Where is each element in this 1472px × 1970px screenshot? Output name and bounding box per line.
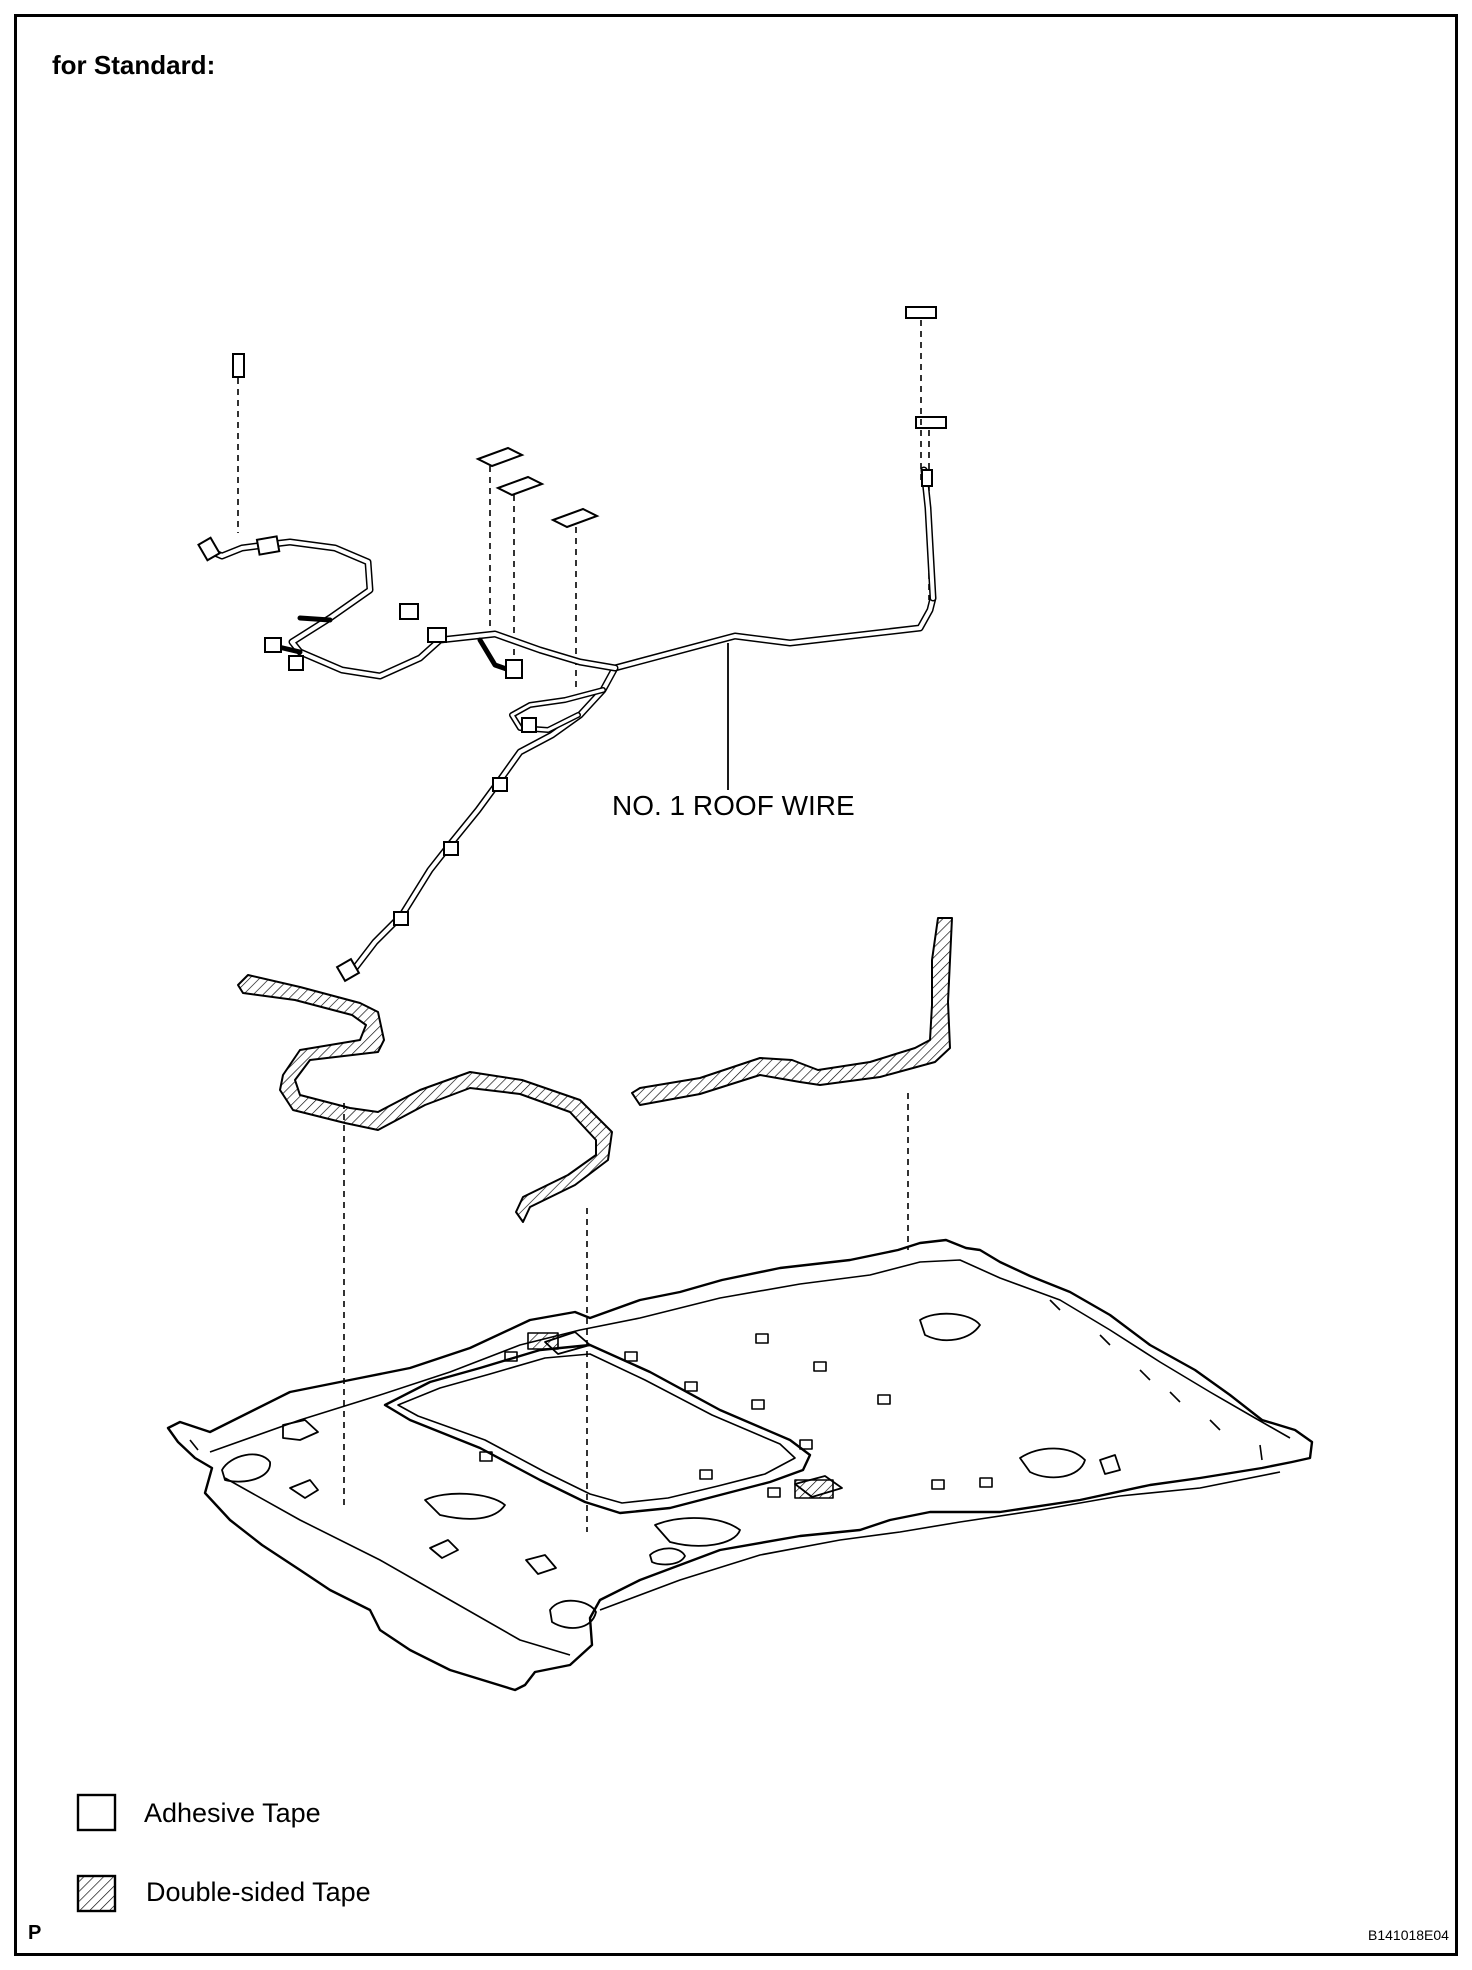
legend-label-double-sided-tape: Double-sided Tape — [146, 1877, 371, 1907]
harness-connectors — [197, 469, 933, 983]
sunroof-opening — [383, 1343, 812, 1515]
page-letter: P — [28, 1922, 42, 1944]
double-sided-tapes — [237, 917, 953, 1223]
double-sided-tape-right — [631, 917, 953, 1106]
adhesive-tape-symbol — [76, 1793, 117, 1832]
roof-wire-label: NO. 1 ROOF WIRE — [612, 790, 855, 821]
roof-wire-harness — [204, 466, 937, 976]
figure-code: B141018E04 — [1368, 1927, 1449, 1943]
adhesive-tape-right — [915, 416, 947, 429]
double-sided-tape-left — [237, 974, 613, 1223]
roof-headlining — [166, 1238, 1314, 1692]
adhesive-tapes — [232, 306, 947, 529]
adhesive-tape-left — [232, 353, 245, 378]
section-title: for Standard: — [52, 50, 216, 80]
adhesive-tape-center-1 — [475, 446, 525, 468]
page-frame — [14, 14, 1458, 1956]
double-sided-tape-symbol — [76, 1874, 117, 1913]
adhesive-tape-center-3 — [550, 507, 600, 529]
legend-label-adhesive-tape: Adhesive Tape — [144, 1798, 321, 1828]
adhesive-tape-top-right — [905, 306, 937, 319]
adhesive-tape-center-2 — [495, 475, 545, 497]
assembly-guide-lines — [237, 320, 930, 1532]
